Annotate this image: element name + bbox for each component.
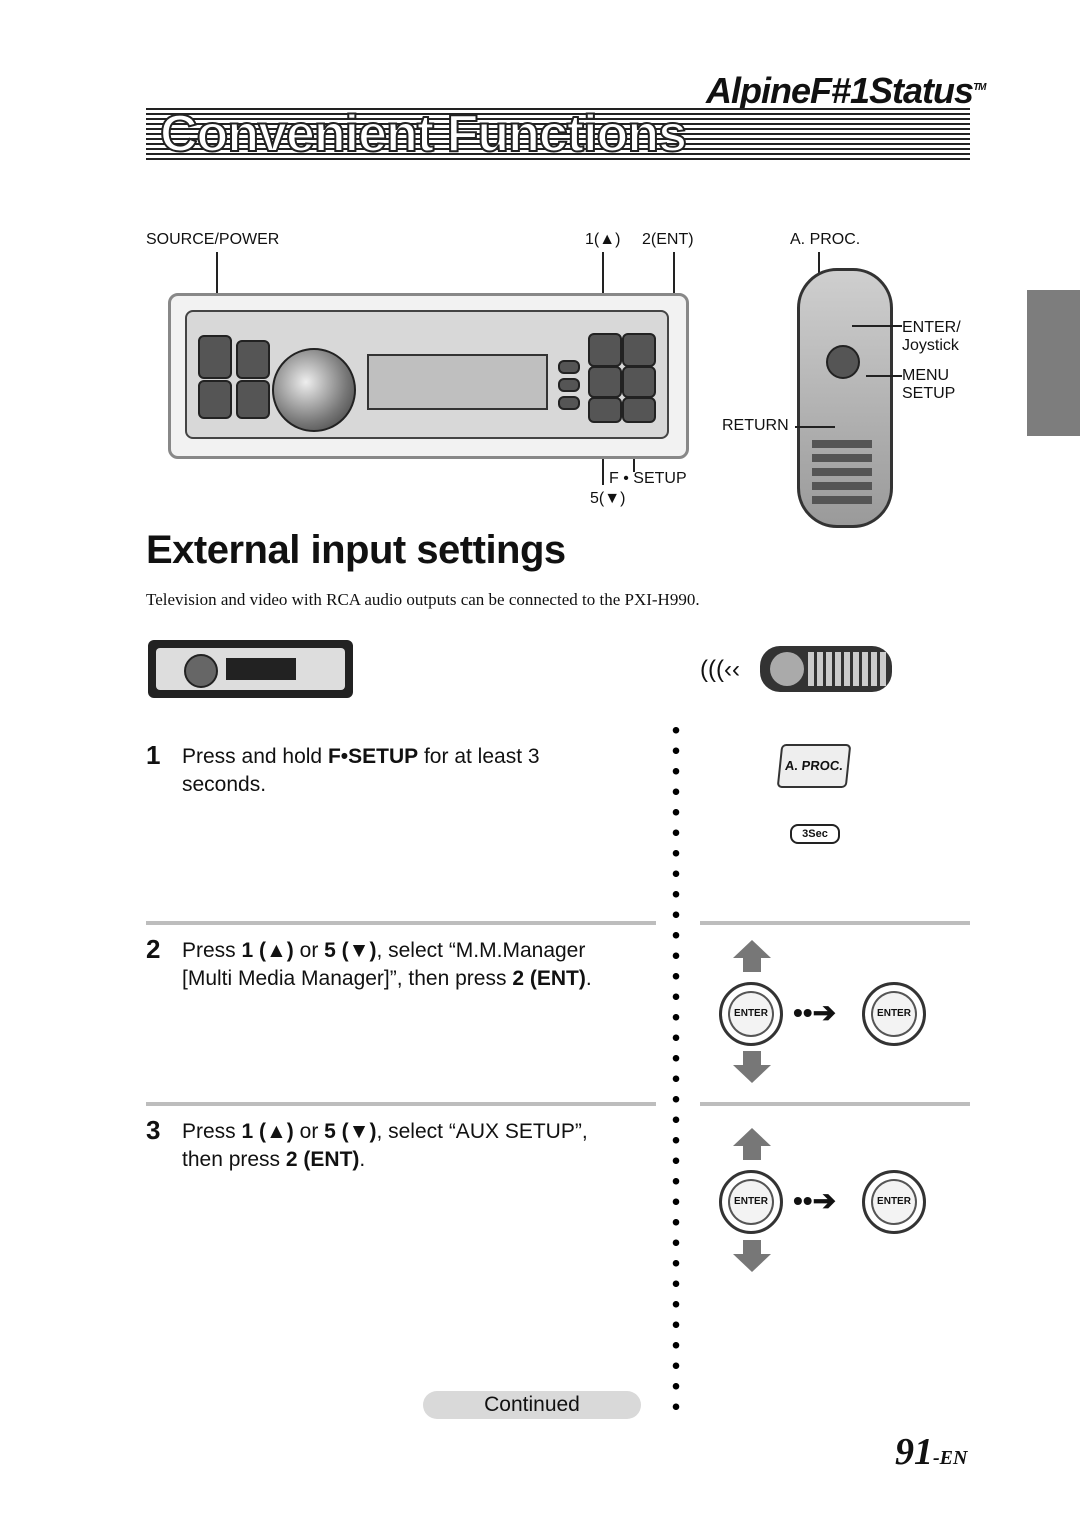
brand-logo: AlpineF#1StatusTM: [706, 70, 987, 112]
page-title: Convenient Functions: [159, 104, 688, 164]
label-source-power: SOURCE/POWER: [146, 231, 280, 248]
step-number: 2: [146, 934, 161, 964]
unit-button: [558, 360, 580, 374]
label-menu: MENU: [902, 367, 950, 384]
down-arrow-icon: [733, 1051, 771, 1083]
label-enter: ENTER/: [902, 319, 961, 336]
step-divider: [146, 1102, 656, 1106]
enter-button-icon: ENTER: [719, 1170, 783, 1234]
step-3-text: Press 1 (▲) or 5 (▼), select “AUX SETUP”…: [182, 1120, 588, 1171]
dotted-divider: [672, 720, 680, 1420]
label-f-setup: F • SETUP: [609, 470, 687, 487]
dots-arrow-icon: ••➔: [793, 1185, 837, 1216]
up-arrow-icon: [733, 940, 771, 972]
unit-button: [588, 397, 622, 423]
unit-button: [236, 380, 270, 419]
label-a-proc: A. PROC.: [790, 231, 861, 248]
head-unit-small-icon: [148, 640, 353, 698]
continued-badge: Continued: [423, 1391, 641, 1419]
leader-line: [852, 325, 902, 327]
brand-text: AlpineF#1Status: [706, 70, 974, 111]
label-btn2-ent: 2(ENT): [642, 231, 694, 248]
unit-button: [622, 366, 656, 398]
step-number: 3: [146, 1115, 161, 1145]
unit-button: [622, 397, 656, 423]
label-btn5-down: 5(▼): [590, 490, 626, 507]
keypad-icon: [812, 440, 872, 510]
unit-button: [588, 366, 622, 398]
step-divider: [146, 921, 656, 925]
unit-button: [198, 335, 232, 379]
unit-button: [198, 380, 232, 419]
label-joystick: Joystick: [902, 337, 959, 354]
down-arrow-icon: [733, 1240, 771, 1272]
enter-button-icon: ENTER: [862, 982, 926, 1046]
page-number: 91-EN: [895, 1431, 968, 1473]
three-sec-badge: 3Sec: [790, 824, 840, 844]
step-divider: [700, 1102, 970, 1106]
label-setup: SETUP: [902, 385, 956, 402]
a-proc-key-icon: A. PROC.: [776, 744, 852, 788]
intro-text: Television and video with RCA audio outp…: [146, 590, 700, 609]
unit-button: [558, 378, 580, 392]
unit-button: [236, 340, 270, 379]
enter-button-icon: ENTER: [862, 1170, 926, 1234]
leader-line: [866, 375, 902, 377]
joystick-icon: [826, 345, 860, 379]
remote-small-icon: [760, 646, 892, 692]
step-number: 1: [146, 740, 161, 770]
unit-button: [558, 396, 580, 410]
step-2-text: Press 1 (▲) or 5 (▼), select “M.M.Manage…: [182, 939, 592, 990]
volume-knob: [272, 348, 356, 432]
label-return: RETURN: [722, 417, 789, 434]
step-1-text: Press and hold F•SETUP for at least 3 se…: [182, 745, 540, 796]
side-tab: [1027, 290, 1080, 436]
up-arrow-icon: [733, 1128, 771, 1160]
step-divider: [700, 921, 970, 925]
section-heading: External input settings: [146, 528, 566, 572]
unit-display: [367, 354, 548, 410]
signal-icon: (((‹‹: [700, 656, 740, 683]
trademark: TM: [973, 82, 986, 93]
leader-line: [795, 426, 835, 428]
label-btn1-up: 1(▲): [585, 231, 621, 248]
dots-arrow-icon: ••➔: [793, 997, 837, 1028]
enter-button-icon: ENTER: [719, 982, 783, 1046]
unit-button: [622, 333, 656, 367]
unit-button: [588, 333, 622, 367]
title-bar: [146, 108, 970, 162]
